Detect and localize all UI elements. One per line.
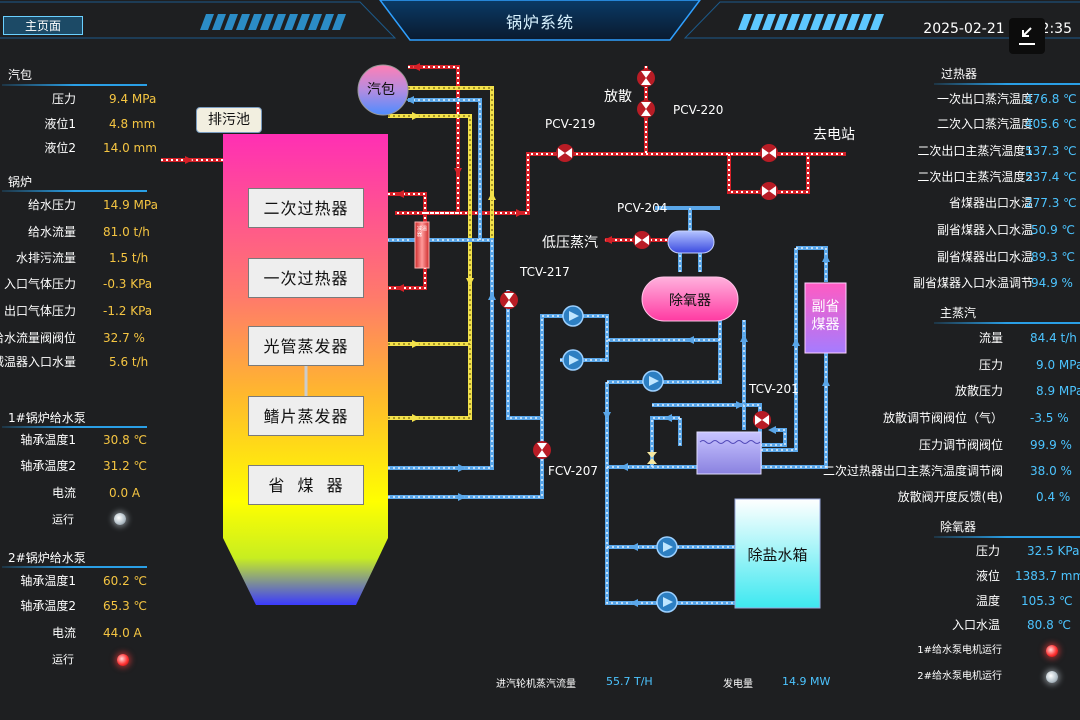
low-pressure-steam-label: 低压蒸汽 [542, 235, 598, 251]
steam-drum [357, 64, 409, 116]
valve-tag-fcv207: FCV-207 [548, 464, 599, 478]
flow-arrows [185, 63, 830, 607]
economizer: 省 煤 器 [248, 465, 364, 505]
power-output-label: 发电量 [723, 679, 753, 690]
pump-icon [562, 349, 584, 371]
valve-icon [637, 100, 655, 118]
deaerator-head-tank [667, 230, 715, 254]
pump-icon [656, 536, 678, 558]
feed-pump1-motor-lamp [1046, 645, 1058, 657]
page-title: 锅炉系统 [505, 13, 574, 32]
to-power-plant-label: 去电站 [813, 127, 855, 143]
fullscreen-exit-button[interactable] [1009, 18, 1045, 54]
pump-icon [656, 591, 678, 613]
valve-icon [633, 231, 651, 249]
section-divider [2, 566, 147, 568]
primary-superheater: 一次过热器 [248, 258, 364, 298]
valve-tag-pcv220: PCV-220 [673, 103, 724, 117]
desuperheater-label: 减温器 [417, 226, 428, 238]
saturated-steam-pipes [388, 86, 494, 420]
pump-group [562, 305, 678, 613]
valve-tag-tcv201: TCV-201 [749, 382, 799, 396]
section-divider [934, 83, 1080, 85]
secondary-superheater: 二次过热器 [248, 188, 364, 228]
sub-economizer-label: 副省 煤器 [811, 299, 840, 333]
section-title-pump1: 1#锅炉给水泵 [8, 411, 86, 425]
steam-drum-label: 汽包 [367, 82, 395, 98]
section-title-deaerator: 除氧器 [940, 520, 977, 534]
valve-icon [556, 144, 574, 162]
section-title-main-steam: 主蒸汽 [940, 306, 977, 320]
section-title-pump2: 2#锅炉给水泵 [8, 551, 86, 565]
section-divider [934, 322, 1080, 324]
pump-icon [562, 305, 584, 327]
valve-icon [760, 144, 778, 162]
turbine-steam-flow-value: 55.7 T/H [606, 675, 653, 688]
deaerator-tank [641, 276, 739, 322]
valve-tag-pcv204: PCV-204 [617, 201, 668, 215]
sub-economizer [804, 282, 847, 354]
section-title-superheater: 过热器 [941, 67, 978, 81]
valve-icon [500, 291, 518, 309]
section-title-boiler: 锅炉 [8, 175, 33, 189]
vent-label: 放散 [604, 89, 632, 105]
pump-icon [642, 370, 664, 392]
pump1-run-lamp [114, 513, 126, 525]
section-divider [2, 426, 147, 428]
turbine-steam-flow-label: 进汽轮机蒸汽流量 [496, 679, 576, 690]
pump2-run-lamp [117, 654, 129, 666]
section-divider [2, 84, 147, 86]
bare-tube-evaporator: 光管蒸发器 [248, 326, 364, 366]
valve-tag-tcv217: TCV-217 [520, 265, 570, 279]
valve-tag-pcv219: PCV-219 [545, 117, 596, 131]
section-divider [934, 536, 1080, 538]
fullscreen-exit-icon [1019, 27, 1035, 45]
valve-icon [533, 441, 551, 459]
power-output-value: 14.9 MW [782, 675, 831, 688]
finned-evaporator: 鳍片蒸发器 [248, 396, 364, 436]
header-decoration [0, 0, 1080, 41]
valve-icon [647, 452, 657, 464]
section-title-drum: 汽包 [8, 68, 33, 82]
section-divider [2, 190, 147, 192]
valve-icon [760, 182, 778, 200]
desuperheater [414, 221, 430, 269]
valve-icon [637, 69, 655, 87]
heat-exchanger [696, 431, 762, 475]
desalted-tank-label: 除盐水箱 [747, 546, 808, 564]
deaerator-label: 除氧器 [669, 293, 711, 309]
home-page-button[interactable]: 主页面 [3, 16, 83, 35]
blowdown-pool: 排污池 [196, 107, 262, 133]
desalted-water-tank [734, 498, 821, 609]
valve-group [500, 69, 778, 464]
valve-icon [753, 411, 771, 429]
feed-pump2-motor-lamp [1046, 671, 1058, 683]
